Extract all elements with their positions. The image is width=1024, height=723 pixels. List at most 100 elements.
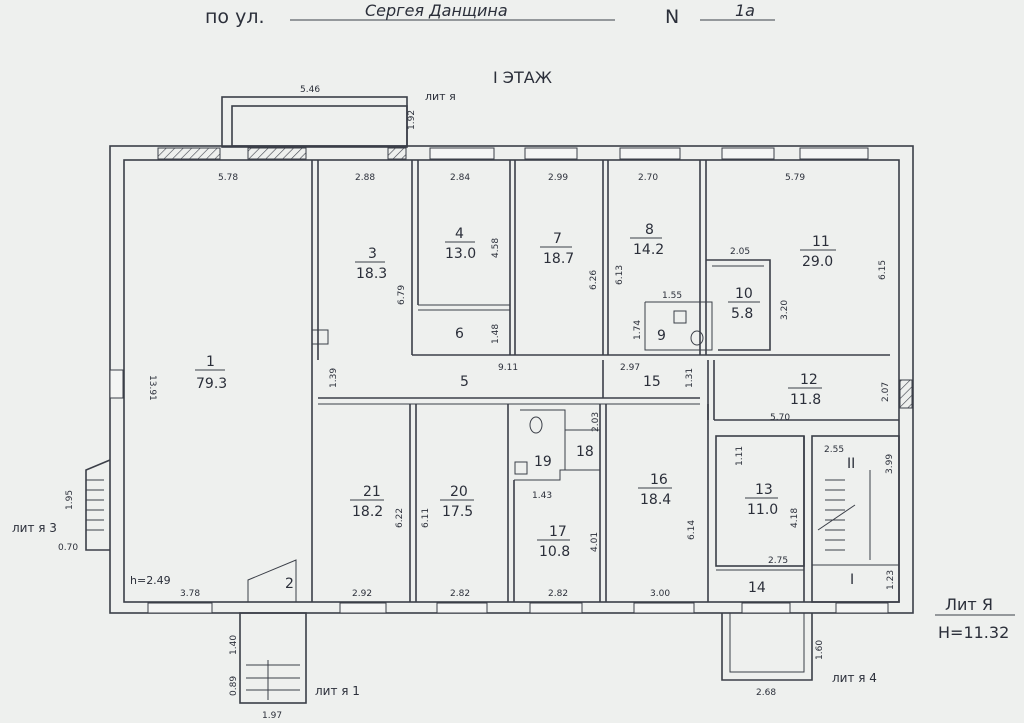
dimensions: 5.46 1.92 5.78 2.88 2.84 2.99 2.70 5.79 … <box>58 85 896 721</box>
room-18-number: 18 <box>576 444 594 460</box>
lit-left-label: лит я 3 <box>12 521 57 535</box>
room-1-number: 1 <box>206 354 215 370</box>
dim: 1.74 <box>633 320 643 340</box>
room-20-area: 17.5 <box>442 504 473 520</box>
dim: 1.11 <box>735 446 745 466</box>
room-6-number: 6 <box>455 326 464 342</box>
lit-main-label: Лит Я <box>945 595 993 614</box>
room-12-number: 12 <box>800 372 818 388</box>
room-20-number: 20 <box>450 484 468 500</box>
dim: 1.23 <box>886 570 896 590</box>
dim: 1.97 <box>262 711 282 721</box>
room-17-area: 10.8 <box>539 544 570 560</box>
dim: 3.78 <box>180 589 200 599</box>
dim: 5.70 <box>770 413 790 423</box>
room-7-area: 18.7 <box>543 251 574 267</box>
dim: 2.97 <box>620 363 640 373</box>
dim: 2.88 <box>355 173 375 183</box>
dim: 1.31 <box>685 368 695 388</box>
dim: 2.68 <box>756 688 776 698</box>
dim: 5.78 <box>218 173 238 183</box>
dim: 1.55 <box>662 291 682 301</box>
dim: 3.99 <box>885 454 895 474</box>
dim: 2.05 <box>730 247 750 257</box>
street-prefix: по ул. <box>205 6 265 28</box>
lit-main-height: Н=11.32 <box>938 623 1009 642</box>
room-13-area: 11.0 <box>747 502 778 518</box>
dim: 4.01 <box>590 532 600 552</box>
number-label: N <box>665 6 679 28</box>
lit-labels: лит я лит я 3 лит я 1 лит я 4 Лит Я Н=11… <box>12 90 1015 698</box>
room-14-number: 14 <box>748 580 766 596</box>
room-10-area: 5.8 <box>731 306 753 322</box>
room-labels: 1 79.3 2 3 18.3 4 13.0 5 6 7 18.7 8 14.2… <box>195 222 855 596</box>
room-3-number: 3 <box>368 246 377 262</box>
dim: 3.20 <box>780 300 790 320</box>
dim: 6.11 <box>421 508 431 528</box>
room-4-number: 4 <box>455 226 464 242</box>
dim: 1.48 <box>491 324 501 344</box>
stair-2-label: II <box>847 456 855 472</box>
dim: 4.18 <box>790 508 800 528</box>
dim: 2.92 <box>352 589 372 599</box>
lit-bottom-left-label: лит я 1 <box>315 684 360 698</box>
dim: 2.84 <box>450 173 470 183</box>
room-4-area: 13.0 <box>445 246 476 262</box>
dim: 5.79 <box>785 173 805 183</box>
room-8-number: 8 <box>645 222 654 238</box>
street-name: Сергея Данщина <box>365 1 508 20</box>
dim: 1.60 <box>815 640 825 660</box>
dim: 9.11 <box>498 363 518 373</box>
building-number: 1а <box>735 1 755 20</box>
room-21-area: 18.2 <box>352 504 383 520</box>
ceiling-height: h=2.49 <box>130 574 171 587</box>
room-7-number: 7 <box>553 231 562 247</box>
room-15-number: 15 <box>643 374 661 390</box>
dim: 5.46 <box>300 85 320 95</box>
dim: 6.14 <box>687 520 697 540</box>
dim: 1.40 <box>229 635 239 655</box>
dim: 2.03 <box>591 412 601 432</box>
stair-1-label: I <box>850 572 854 588</box>
dim: 2.99 <box>548 173 568 183</box>
dim: 1.43 <box>532 491 552 501</box>
room-21-number: 21 <box>363 484 381 500</box>
dim: 6.22 <box>395 508 405 528</box>
room-19-number: 19 <box>534 454 552 470</box>
room-17-number: 17 <box>549 524 567 540</box>
dim: 2.70 <box>638 173 658 183</box>
dim: 0.89 <box>229 676 239 696</box>
dim: 3.00 <box>650 589 670 599</box>
room-9-number: 9 <box>657 328 666 344</box>
left-porch <box>85 459 111 551</box>
dim: 13.91 <box>147 375 157 401</box>
room-2-number: 2 <box>285 576 294 592</box>
lit-top-label: лит я <box>425 90 456 103</box>
room-11-number: 11 <box>812 234 830 250</box>
lit-bottom-right-label: лит я 4 <box>832 671 877 685</box>
room-10-number: 10 <box>735 286 753 302</box>
header: по ул. Сергея Данщина N 1а I ЭТАЖ <box>205 1 775 87</box>
dim: 4.58 <box>491 238 501 258</box>
stairwell-steps <box>817 470 871 560</box>
bottom-porch <box>239 612 307 704</box>
dim: 2.07 <box>881 382 891 402</box>
dim: 1.95 <box>65 490 75 510</box>
floor-title: I ЭТАЖ <box>493 68 552 87</box>
room-11-area: 29.0 <box>802 254 833 270</box>
room-3-area: 18.3 <box>356 266 387 282</box>
walls <box>109 96 914 614</box>
room-12-area: 11.8 <box>790 392 821 408</box>
dim: 2.55 <box>824 445 844 455</box>
room-8-area: 14.2 <box>633 242 664 258</box>
room-16-number: 16 <box>650 472 668 488</box>
room-5-number: 5 <box>460 374 469 390</box>
dim: 6.15 <box>878 260 888 280</box>
dim: 6.79 <box>397 285 407 305</box>
dim: 1.92 <box>407 110 417 130</box>
dim: 6.26 <box>589 270 599 290</box>
dim: 1.39 <box>329 368 339 388</box>
room-1-area: 79.3 <box>196 376 227 392</box>
room-16-area: 18.4 <box>640 492 671 508</box>
